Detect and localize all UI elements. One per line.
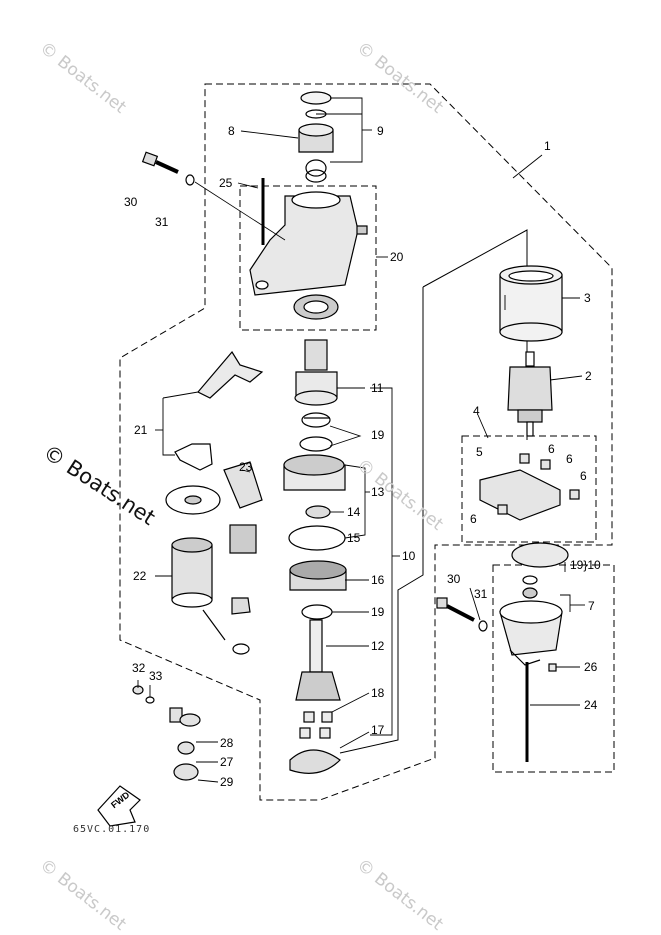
callout-31: 31 (155, 215, 169, 229)
pinion-group (298, 91, 334, 183)
callout-10: 10 (402, 549, 416, 563)
shift-lever (165, 350, 264, 515)
callout-20: 20 (390, 250, 404, 264)
callout-22: 22 (133, 569, 147, 583)
callout-6: 6 (580, 469, 587, 483)
callout-9: 9 (377, 124, 384, 138)
bolt-30-right (436, 597, 488, 632)
callout-1: 1 (544, 139, 551, 153)
callout-6: 6 (470, 512, 477, 526)
callout-32: 32 (132, 661, 146, 675)
callout-21: 21 (134, 423, 148, 437)
callout-23: 23 (239, 460, 253, 474)
solenoid (171, 461, 263, 655)
callout-6: 6 (548, 442, 555, 456)
callout-31: 31 (474, 587, 488, 601)
callout-26: 26 (584, 660, 598, 674)
callout-25: 25 (219, 176, 233, 190)
callout-4: 4 (473, 404, 480, 418)
callout-28: 28 (220, 736, 234, 750)
callout-19-10: 19}10 (570, 558, 601, 572)
leader-lines (137, 97, 585, 783)
parts-diagram (97, 83, 615, 827)
callout-29: 29 (220, 775, 234, 789)
callout-14: 14 (347, 505, 361, 519)
callout-30: 30 (124, 195, 138, 209)
assembly-outline (119, 83, 615, 801)
callout-12: 12 (371, 639, 385, 653)
callout-7: 7 (588, 599, 595, 613)
callout-33: 33 (149, 669, 163, 683)
callout-24: 24 (584, 698, 598, 712)
brush-holder (479, 453, 580, 521)
end-cap (499, 542, 569, 672)
fwd-arrow (97, 785, 141, 827)
callout-19: 19 (371, 605, 385, 619)
callout-3: 3 (584, 291, 591, 305)
callout-8: 8 (228, 124, 235, 138)
callout-13: 13 (371, 485, 385, 499)
callout-5: 5 (476, 445, 483, 459)
bracket (249, 191, 368, 320)
callout-17: 17 (371, 723, 385, 737)
callout-11: 11 (371, 381, 384, 395)
diagram-code: 65VC.01.170 (73, 824, 151, 835)
callout-30: 30 (447, 572, 461, 586)
armature (507, 351, 553, 437)
callout-2: 2 (585, 369, 592, 383)
center-stack (283, 339, 347, 774)
callout-27: 27 (220, 755, 234, 769)
yoke-housing (499, 265, 563, 342)
callout-19: 19 (371, 428, 385, 442)
callout-16: 16 (371, 573, 385, 587)
bolt-30-top (141, 151, 195, 186)
callout-18: 18 (371, 686, 385, 700)
callout-6: 6 (566, 452, 573, 466)
callout-15: 15 (347, 531, 361, 545)
small-hardware (132, 685, 201, 781)
